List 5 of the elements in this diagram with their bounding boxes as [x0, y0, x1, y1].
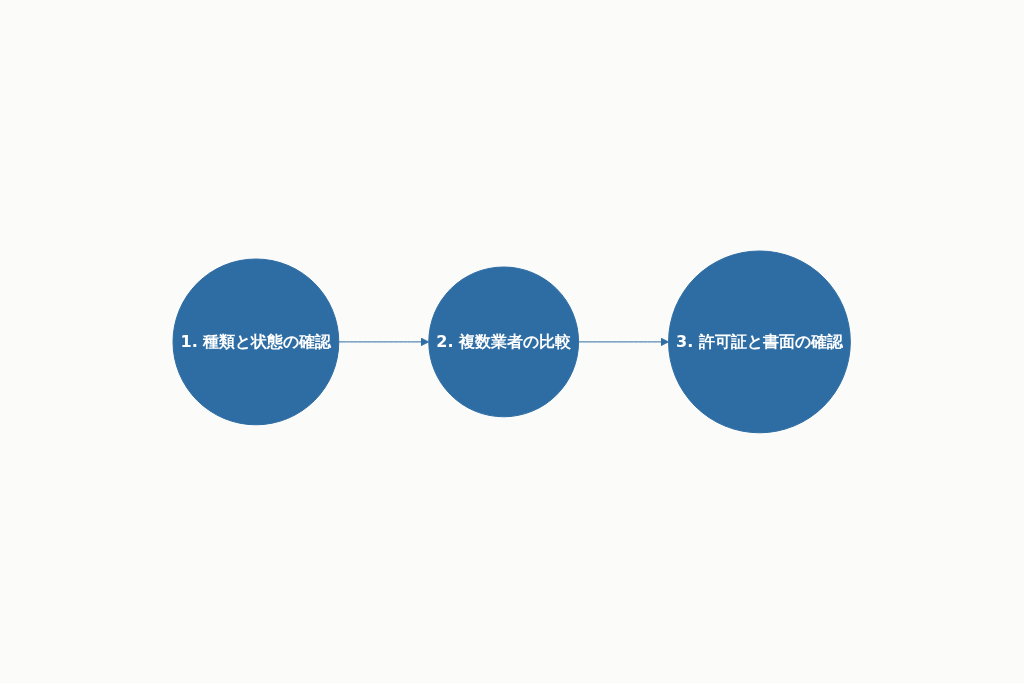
arrow [578, 337, 670, 346]
node-circle: 3. 許可証と書面の確認 [668, 250, 852, 433]
node-circle: 2. 複数業者の比較 [428, 266, 580, 417]
arrow [338, 337, 430, 346]
node-circle: 1. 種類と状態の確認 [172, 258, 340, 425]
